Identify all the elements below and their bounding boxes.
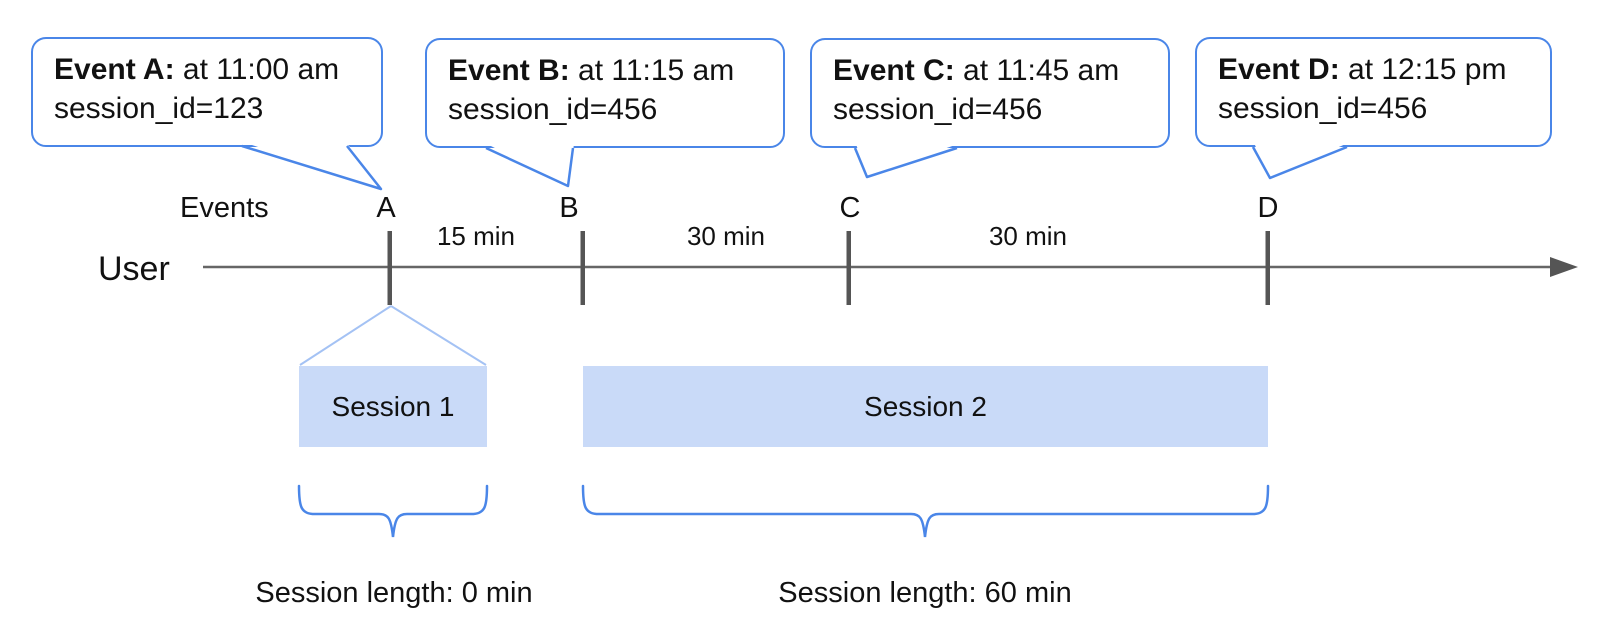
event-a-bubble: Event A: at 11:00 am session_id=123 bbox=[31, 37, 383, 147]
event-b-bubble-title: Event B: at 11:15 am bbox=[448, 51, 783, 90]
event-b-session-id: session_id=456 bbox=[448, 93, 658, 126]
interval-c-d: 30 min bbox=[988, 221, 1068, 251]
tick-event-b bbox=[580, 231, 585, 305]
event-letter-d: D bbox=[1257, 192, 1279, 224]
event-b-title-rest: at 11:15 am bbox=[569, 54, 735, 87]
event-d-session-id: session_id=456 bbox=[1218, 92, 1428, 125]
event-a-bubble-title: Event A: at 11:00 am bbox=[54, 50, 381, 89]
event-b-title-bold: Event B: bbox=[448, 54, 570, 87]
session-2-box: Session 2 bbox=[583, 366, 1268, 447]
session-1-brace bbox=[297, 484, 489, 538]
session-2-label: Session 2 bbox=[864, 390, 987, 422]
tick-event-d bbox=[1265, 231, 1270, 305]
event-letter-a: A bbox=[376, 192, 396, 224]
tick-event-a bbox=[387, 231, 392, 305]
event-d-bubble: Event D: at 12:15 pm session_id=456 bbox=[1195, 37, 1552, 147]
event-c-session-id: session_id=456 bbox=[833, 93, 1043, 126]
events-axis-label: Events bbox=[180, 192, 269, 224]
session-1-box: Session 1 bbox=[299, 366, 487, 447]
event-letter-b: B bbox=[559, 192, 579, 224]
event-c-title-bold: Event C: bbox=[833, 54, 955, 87]
event-b-bubble: Event B: at 11:15 am session_id=456 bbox=[425, 38, 785, 148]
event-a-bubble-tail bbox=[241, 142, 383, 191]
event-d-title-rest: at 12:15 pm bbox=[1339, 53, 1507, 86]
event-a-session-id: session_id=123 bbox=[54, 92, 264, 125]
interval-a-b: 15 min bbox=[436, 221, 516, 251]
session-2-brace bbox=[581, 484, 1270, 538]
session-1-length-label: Session length: 0 min bbox=[255, 577, 533, 609]
tick-event-c bbox=[846, 231, 851, 305]
session-2-length-label: Session length: 60 min bbox=[778, 577, 1072, 609]
timeline-arrowhead-icon bbox=[1550, 257, 1578, 277]
event-a-title-rest: at 11:00 am bbox=[174, 53, 340, 86]
event-a-title-bold: Event A: bbox=[54, 53, 175, 86]
event-c-bubble: Event C: at 11:45 am session_id=456 bbox=[810, 38, 1170, 148]
event-c-title-rest: at 11:45 am bbox=[954, 54, 1120, 87]
event-d-bubble-title: Event D: at 12:15 pm bbox=[1218, 50, 1550, 89]
event-d-title-bold: Event D: bbox=[1218, 53, 1340, 86]
session-1-funnel-lines bbox=[299, 305, 487, 366]
user-label: User bbox=[98, 250, 170, 288]
event-d-bubble-tail bbox=[1251, 143, 1348, 180]
event-letter-c: C bbox=[839, 192, 861, 224]
session-1-label: Session 1 bbox=[331, 390, 455, 422]
interval-b-c: 30 min bbox=[686, 221, 766, 251]
event-c-bubble-title: Event C: at 11:45 am bbox=[833, 51, 1168, 90]
event-b-bubble-tail bbox=[485, 144, 575, 188]
event-c-bubble-tail bbox=[853, 144, 958, 179]
